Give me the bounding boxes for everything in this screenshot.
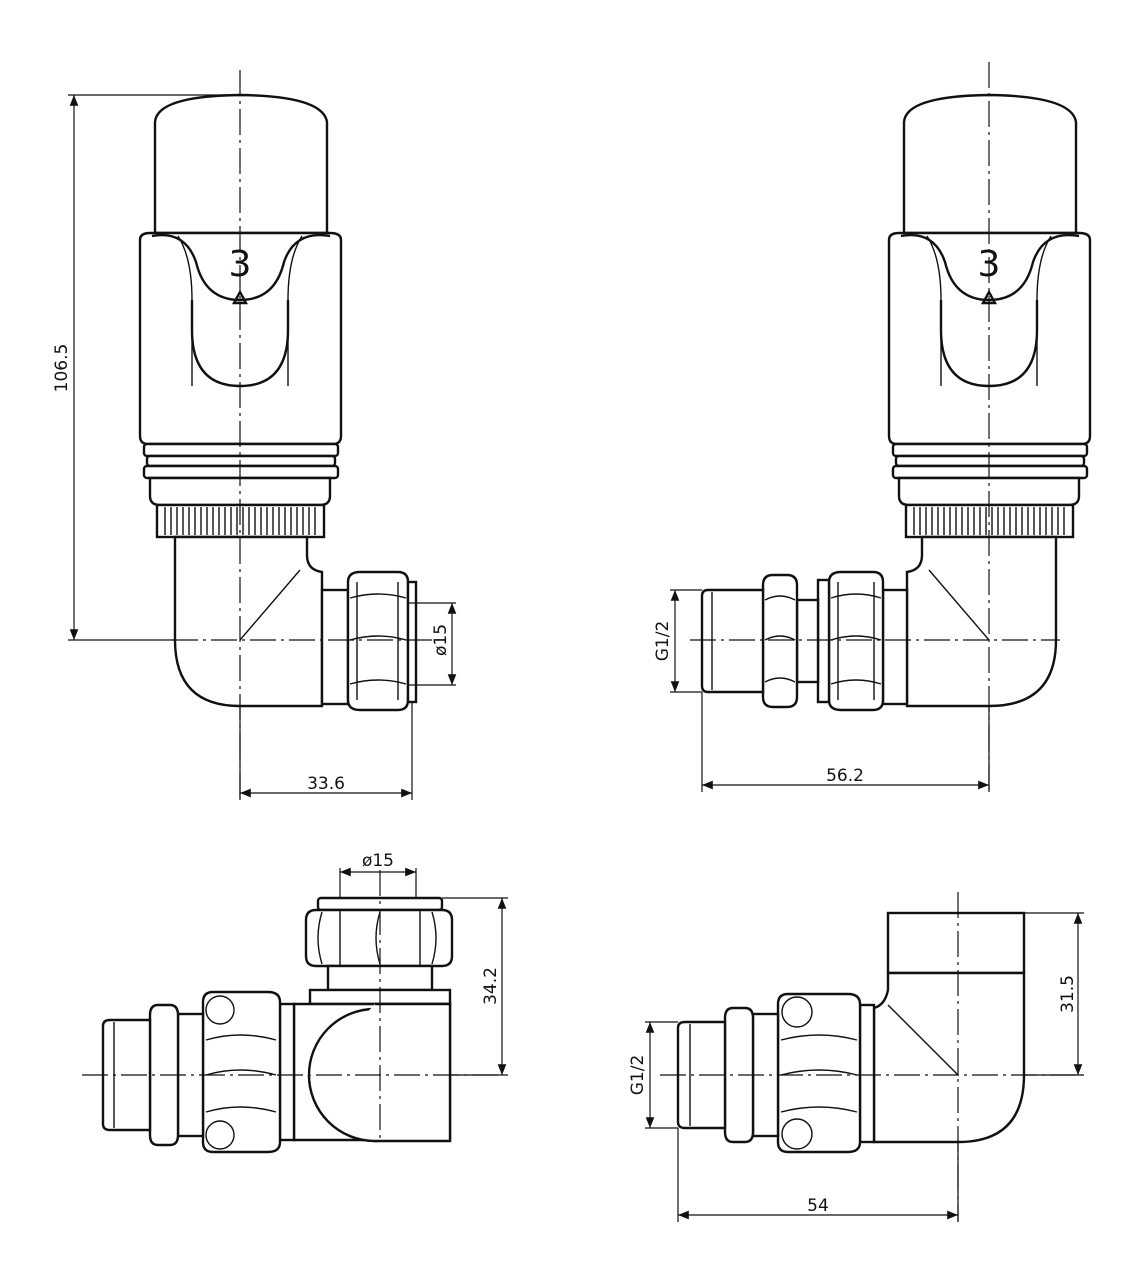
knurl-lines: [164, 507, 316, 535]
length-dimension: 54: [807, 1196, 829, 1216]
height-dimension: 34.2: [481, 967, 501, 1005]
bottom-view-right: 31.5 G1/2 54: [628, 892, 1084, 1222]
threaded-tail: [700, 588, 765, 694]
outlet-collar: [320, 588, 350, 706]
bottom-view-left: ø15 34.2: [82, 851, 508, 1154]
front-view-left: 3 106.5 ø15 33.6: [52, 70, 457, 800]
head-body: [138, 231, 343, 446]
length-dimension: 56.2: [826, 766, 864, 786]
head-cap: [902, 93, 1078, 235]
height-dimension: 31.5: [1058, 975, 1078, 1013]
knurl-lines: [913, 507, 1065, 535]
elbow-socket: [886, 911, 1026, 975]
offset-dimension: 33.6: [307, 774, 345, 794]
thread-dimension: G1/2: [628, 1055, 648, 1096]
head-cap: [153, 93, 329, 235]
hex-nut-outer: [201, 990, 282, 1154]
elbow-body: [872, 971, 1026, 1144]
lock-nut: [761, 573, 799, 709]
thread-dimension: G1/2: [653, 621, 673, 662]
outlet-diameter-dimension: ø15: [431, 624, 451, 656]
elbow-body: [905, 535, 1058, 708]
height-dimension: 106.5: [52, 344, 72, 393]
compression-nut: [304, 908, 454, 968]
hex-nut-outer: [776, 992, 862, 1154]
compression-nut: [827, 570, 885, 712]
dial-number: 3: [229, 244, 252, 285]
outlet-diameter-dimension: ø15: [362, 851, 394, 871]
elbow-body: [173, 535, 324, 708]
dial-notch: [151, 233, 331, 302]
front-view-right: 3 G1/2 56.2: [653, 62, 1092, 792]
ring-1: [142, 442, 340, 458]
